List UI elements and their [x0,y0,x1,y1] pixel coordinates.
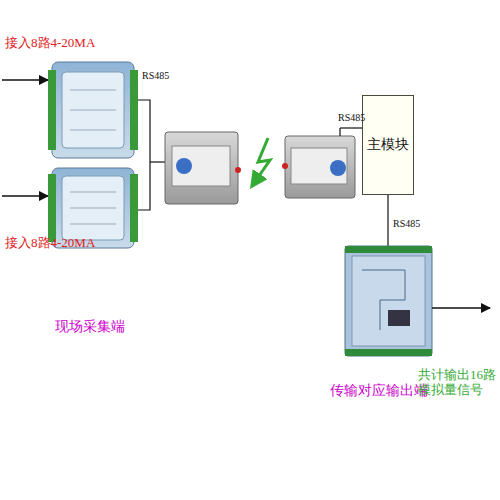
bus-wire [387,195,388,246]
wireless-module [165,132,241,204]
wireless-module [282,136,355,198]
signal-name: RS485 [393,218,420,230]
input-label: 接入8路4-20MA [5,236,95,251]
bus-wire [339,128,340,136]
bus-wire [138,100,150,210]
output-arrow [432,307,490,309]
bus-wire [340,127,355,128]
signal-name: RS485 [142,70,169,82]
bus-wire [150,161,165,162]
input-label: 接入8路4-20MA [5,36,95,51]
main-module-box: 主模块 [362,95,414,195]
acquisition-module [48,62,138,158]
output-board [345,246,432,356]
input-arrow [2,195,48,197]
section-label: 现场采集端 [55,318,125,334]
section-label: 传输对应输出端 [330,382,428,398]
module-name: 主模块 [367,136,409,154]
wireless-link-symbol [252,138,270,186]
signal-name: RS485 [338,112,365,124]
output-note: 共计输出16路 模拟量信号 [418,368,496,398]
input-arrow [2,79,48,81]
